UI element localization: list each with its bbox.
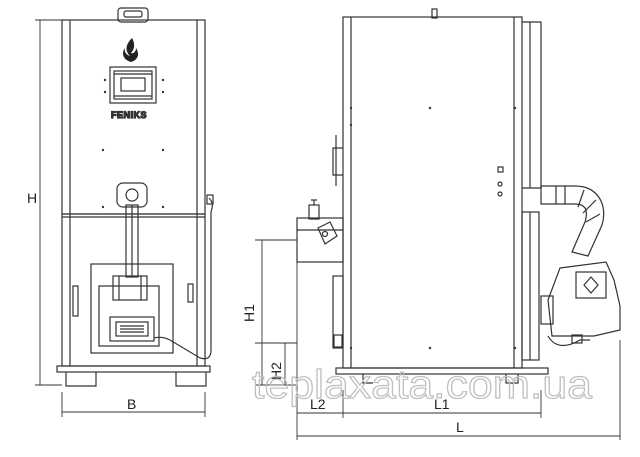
front-foot-left [65,372,97,387]
hinge-left [72,285,79,317]
front-base-plate [56,365,211,373]
ash-door-inner [98,285,160,347]
front-body-lower [61,213,206,367]
burner-fan-diamond [583,276,599,294]
ash-door-outer [90,263,174,354]
feed-handle [311,199,317,205]
flex-pipe [540,185,605,257]
top-handle [117,7,149,23]
burner-unit [547,261,621,337]
dim-label-h2: H2 [268,362,284,380]
side-base-plate [335,367,549,375]
burner-grid [115,321,149,337]
burner-fan [575,271,607,299]
dim-label-l1: L1 [434,396,450,412]
burner-mount [540,295,554,325]
dimension-lines [35,19,621,440]
side-body [342,16,523,369]
dim-label-h: H [27,190,37,206]
rear-jacket [522,21,542,189]
power-cable [153,197,213,360]
front-view: FENIKS [56,7,214,387]
feed-clamp-pin [321,230,329,238]
dim-label-h1: H1 [241,304,257,322]
side-lower-valve [333,334,343,348]
dim-label-l2: L2 [310,396,326,412]
side-door-profile [332,147,343,176]
control-display-screen [120,77,146,92]
sensor-port-1 [497,166,504,173]
dim-label-l: L [456,419,464,435]
side-foot-right [505,374,519,384]
side-lower-door [332,275,344,349]
feed-clamp [317,221,338,245]
feed-flange [116,182,148,208]
sensor-port-2 [497,181,503,187]
feed-port [125,188,139,202]
control-panel-inner [113,70,153,100]
feed-valve [308,204,320,220]
brand-label: FENIKS [111,110,147,120]
burner-box [109,316,155,342]
top-handle-inner [123,10,143,18]
top-connector [431,8,438,19]
burner-housing [112,275,148,301]
watermark: teplaxata.com.ua [252,363,593,407]
side-rivets [349,106,517,350]
sensor-port-3 [497,191,503,197]
control-panel-frame [109,66,157,104]
burner-cable [547,335,590,347]
hinge-right [187,283,194,303]
feed-housing [296,217,344,263]
front-rivets [101,78,165,209]
dim-label-b: B [127,396,136,412]
flame-icon [123,38,139,62]
cable-plug [206,194,214,205]
side-foot-left [362,374,373,384]
side-view [296,8,621,384]
front-foot-right [175,372,207,387]
